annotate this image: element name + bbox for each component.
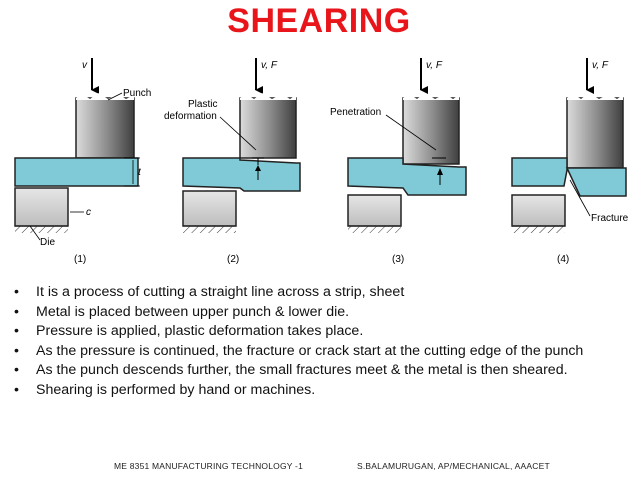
stage-number: (1) <box>74 254 86 265</box>
penetration-label: Penetration <box>330 107 381 118</box>
die-base-hatch <box>512 226 565 233</box>
fracture-leader <box>569 179 591 217</box>
bullet-item: It is a process of cutting a straight li… <box>12 283 632 303</box>
punch <box>402 97 460 165</box>
bullet-item: Shearing is performed by hand or machine… <box>12 381 632 401</box>
shearing-stages-diagram: v Punch t c Die (1) v, F Plastic deforma… <box>14 58 629 265</box>
bullet-item: As the pressure is continued, the fractu… <box>12 342 632 362</box>
punch <box>239 97 297 159</box>
punch-label-leader <box>107 92 123 101</box>
clearance-label: c <box>86 207 91 218</box>
force-label: v, F <box>592 60 609 71</box>
die <box>347 194 402 227</box>
bullet-list: It is a process of cutting a straight li… <box>12 283 632 400</box>
punch-label: Punch <box>123 88 151 99</box>
sheet-left <box>511 157 568 187</box>
plastic-deformation-leader <box>219 116 257 151</box>
die-base-hatch <box>183 226 236 233</box>
punch <box>566 97 624 169</box>
stage-1: v Punch t c Die (1) <box>14 58 151 265</box>
fracture-label: Fracture <box>591 213 629 224</box>
slide-title: SHEARING <box>227 2 411 40</box>
punch-broken-top <box>240 93 296 100</box>
stage-number: (3) <box>392 254 404 265</box>
bullet-item: Pressure is applied, plastic deformation… <box>12 322 632 342</box>
die <box>14 187 69 227</box>
die <box>511 194 566 227</box>
die <box>182 190 237 227</box>
stage-number: (4) <box>557 254 569 265</box>
sheet <box>14 157 139 187</box>
plastic-deformation-label-line1: Plastic <box>188 99 217 110</box>
footer-course: ME 8351 MANUFACTURING TECHNOLOGY -1 <box>114 461 304 471</box>
bullet-item: Metal is placed between upper punch & lo… <box>12 303 632 323</box>
force-label: v <box>82 60 88 71</box>
punch-broken-top <box>403 93 459 100</box>
punch <box>75 97 135 159</box>
plastic-deformation-label-line2: deformation <box>164 111 217 122</box>
footer-author: S.BALAMURUGAN, AP/MECHANICAL, AAACET <box>357 461 550 471</box>
stage-number: (2) <box>227 254 239 265</box>
stage-2: v, F Plastic deformation (2) <box>164 58 301 265</box>
stage-3: v, F Penetration (3) <box>330 58 467 265</box>
punch-broken-top <box>567 93 623 100</box>
thickness-label: t <box>138 167 142 178</box>
sheet-right <box>565 167 627 197</box>
die-base-hatch <box>348 226 401 233</box>
die-label: Die <box>40 237 55 248</box>
penetration-leader <box>385 114 437 151</box>
sheet <box>347 157 467 196</box>
force-label: v, F <box>426 60 443 71</box>
force-label: v, F <box>261 60 278 71</box>
punch-broken-top <box>76 93 134 100</box>
die-base-hatch <box>15 226 68 233</box>
bullet-item: As the punch descends further, the small… <box>12 361 632 381</box>
die-label-leader <box>29 225 41 241</box>
stage-4: v, F Fracture (4) <box>511 58 629 265</box>
sheet <box>182 157 301 192</box>
